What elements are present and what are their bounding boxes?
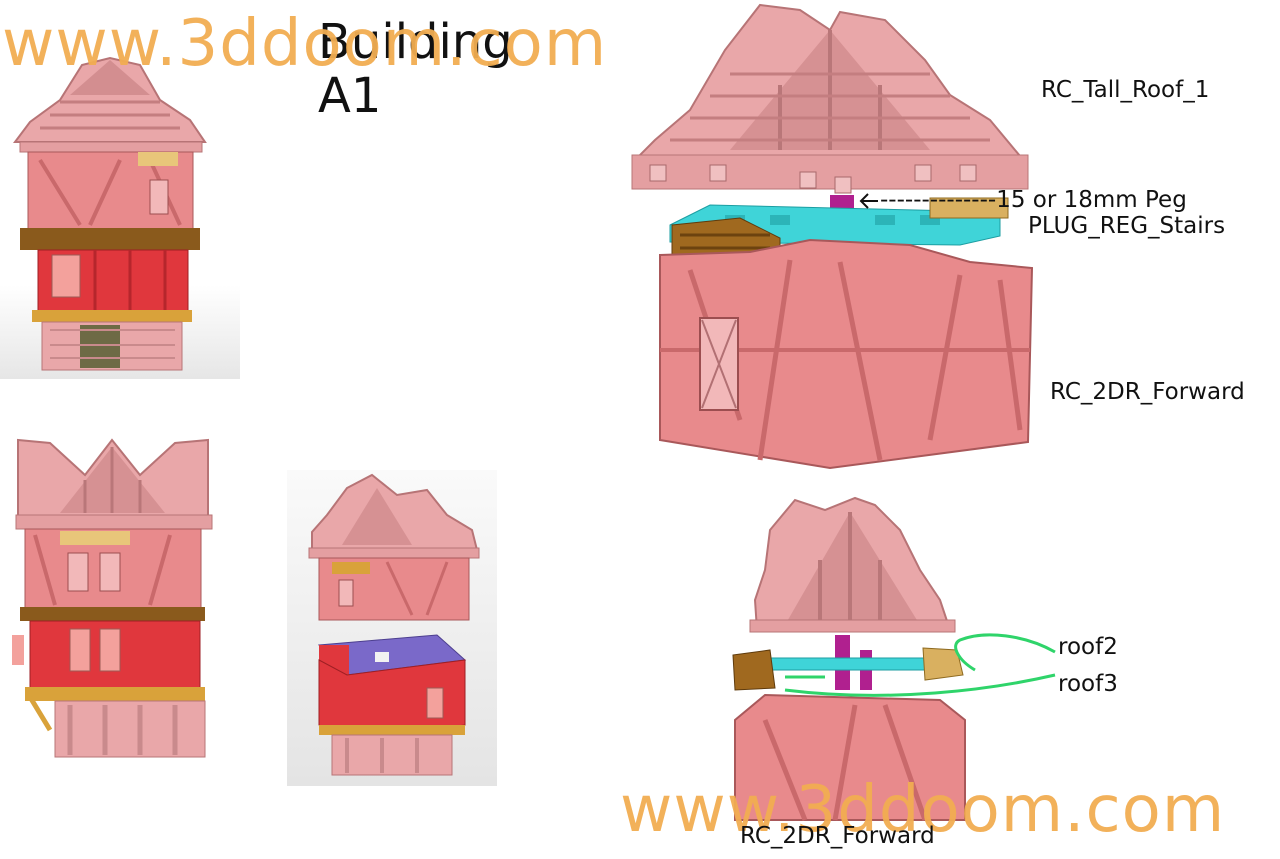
left-arrow-icon <box>859 193 878 209</box>
small-roof-assembly-image <box>732 496 966 821</box>
peg-label: --------------15 or 18mm Peg <box>880 187 1187 213</box>
forward-top-label: RC_2DR_Forward <box>1050 379 1245 405</box>
assembled-building-image <box>13 56 207 371</box>
plug-label: PLUG_REG_Stairs <box>1028 213 1226 239</box>
roof3-arrow-icon <box>784 673 1056 697</box>
title-line-2: A1 <box>318 67 382 124</box>
exploded-building-image <box>308 473 480 776</box>
forward-bottom-label: RC_2DR_Forward <box>740 823 935 849</box>
watermark-top: www.3ddoom.com <box>2 7 608 81</box>
tall-roof-assembly-image <box>631 3 1034 470</box>
front-view-building-image <box>12 438 213 758</box>
page-title: Building A1 <box>318 14 513 124</box>
roof3-label: roof3 <box>1058 671 1118 697</box>
roof2-label: roof2 <box>1058 634 1118 660</box>
title-line-1: Building <box>318 14 513 70</box>
watermark-bottom: www.3ddoom.com <box>620 773 1226 847</box>
tall-roof-label: RC_Tall_Roof_1 <box>1041 77 1210 103</box>
roof2-arrow-icon <box>954 633 1056 672</box>
